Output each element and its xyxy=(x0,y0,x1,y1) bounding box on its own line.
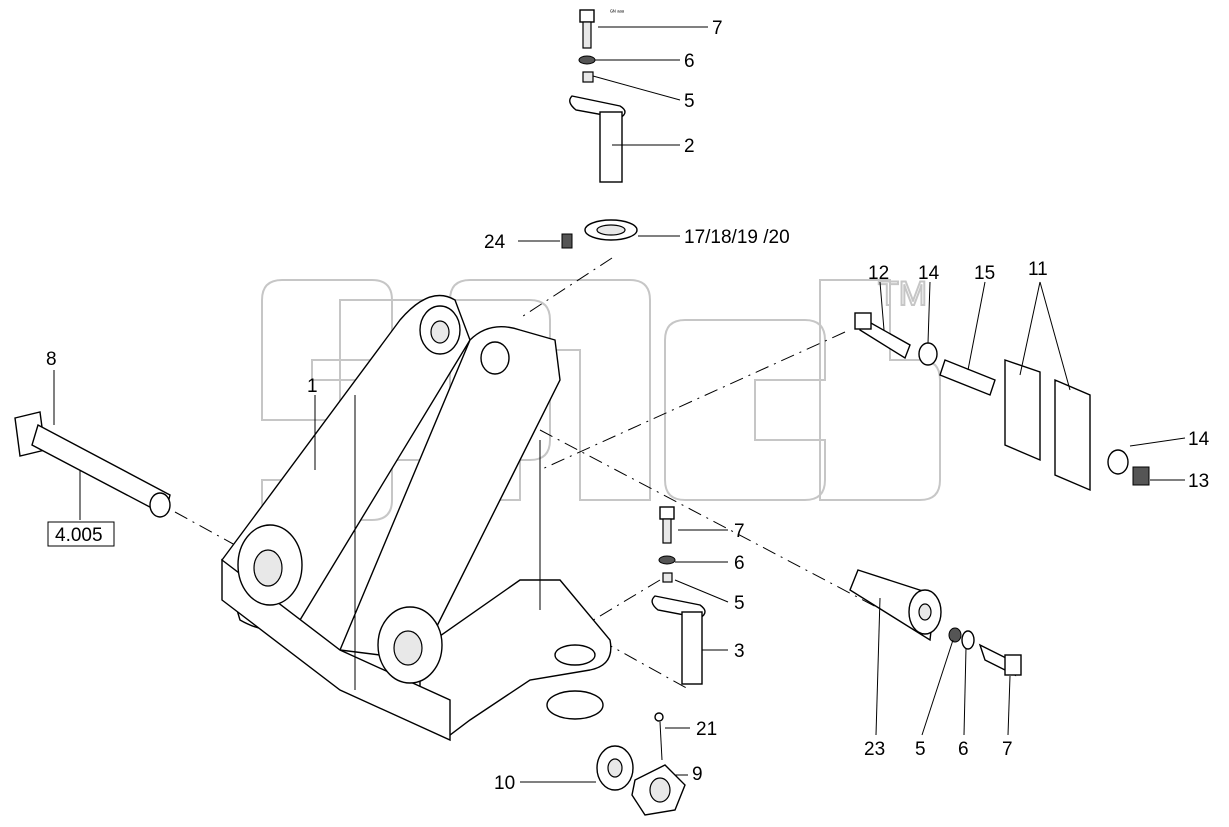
callout-6-top: 6 xyxy=(684,51,695,72)
tiny-label: ᴳᴺ ᵃᵃᵃ xyxy=(610,9,625,16)
callout-4-005: 4.005 xyxy=(55,525,103,546)
callout-15: 15 xyxy=(974,263,995,284)
clamp-assembly xyxy=(854,312,1150,492)
callout-24: 24 xyxy=(484,232,506,253)
bottom-fasteners xyxy=(596,712,686,816)
long-pin xyxy=(14,411,171,518)
callout-9: 9 xyxy=(692,764,703,785)
leader-lines xyxy=(53,26,1186,783)
callout-1: 1 xyxy=(307,376,318,397)
callout-23: 23 xyxy=(864,739,885,760)
callout-labels: ᴳᴺ ᵃᵃᵃ 7 6 5 2 24 17/18/19 /20 12 14 15 … xyxy=(46,9,1210,794)
top-pin-assembly xyxy=(561,9,638,249)
callout-7-bottom: 7 xyxy=(1002,739,1013,760)
callout-5-top: 5 xyxy=(684,91,695,112)
callout-5-bottom: 5 xyxy=(915,739,926,760)
watermark-tm: TM xyxy=(878,275,927,313)
main-bracket xyxy=(221,294,612,742)
callout-21: 21 xyxy=(696,719,717,740)
callout-14-top: 14 xyxy=(918,263,940,284)
callout-10: 10 xyxy=(494,773,515,794)
callout-8: 8 xyxy=(46,349,57,370)
middle-pin-assembly xyxy=(651,506,706,685)
callout-12: 12 xyxy=(868,263,889,284)
callout-11: 11 xyxy=(1028,259,1048,280)
callout-3: 3 xyxy=(734,641,745,662)
callout-13: 13 xyxy=(1188,471,1209,492)
pin-23-assembly xyxy=(849,569,1022,677)
callout-5-mid: 5 xyxy=(734,593,745,614)
callout-17-18-19-20: 17/18/19 /20 xyxy=(684,227,790,248)
ref-box xyxy=(47,521,115,547)
callout-7-mid: 7 xyxy=(734,521,745,542)
callout-7-top: 7 xyxy=(712,18,723,39)
callout-6-mid: 6 xyxy=(734,553,745,574)
callout-6-bottom: 6 xyxy=(958,739,969,760)
callout-2: 2 xyxy=(684,136,695,157)
callout-14-right: 14 xyxy=(1188,429,1210,450)
